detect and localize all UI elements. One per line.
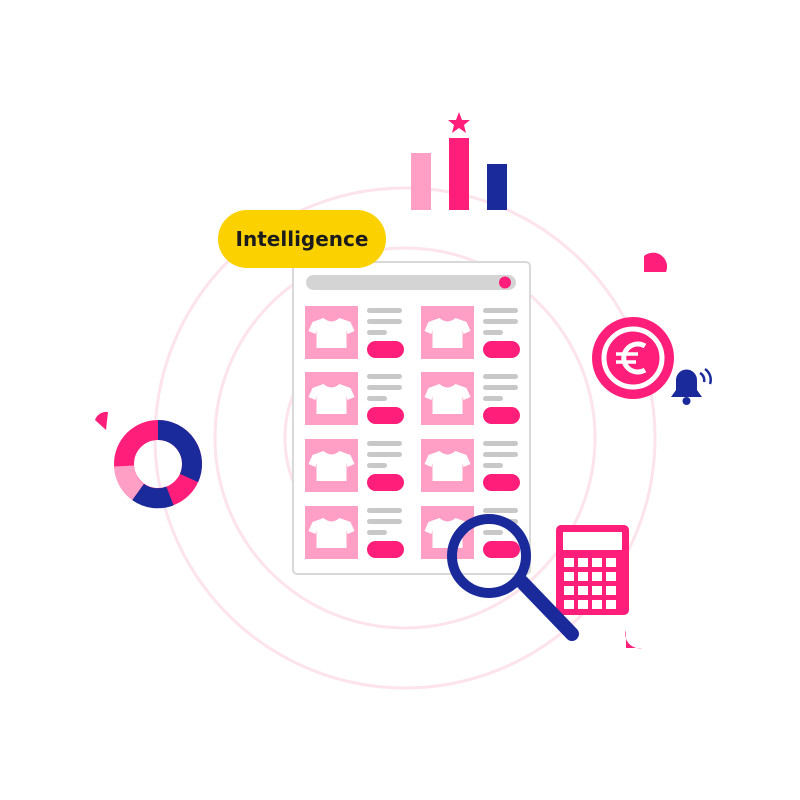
product-text-line <box>483 308 518 313</box>
product-text-line <box>483 330 503 335</box>
catalog-panel <box>292 261 531 575</box>
product-card <box>305 372 404 425</box>
product-grid <box>305 306 520 559</box>
tshirt-icon <box>308 451 355 481</box>
product-text-line <box>367 452 402 457</box>
calculator-key <box>606 558 616 567</box>
product-card <box>421 306 520 359</box>
product-text-line <box>367 385 402 390</box>
bar-low <box>411 153 431 210</box>
product-price-pill <box>483 474 520 491</box>
calculator-key <box>606 586 616 595</box>
magnifier-handle <box>515 575 579 641</box>
calculator-key <box>592 600 602 609</box>
calculator-key <box>564 586 574 595</box>
calculator-key <box>592 586 602 595</box>
magnifier-lens <box>447 514 531 598</box>
bell-clapper <box>682 397 691 405</box>
calculator-key <box>578 558 588 567</box>
calculator-key <box>592 558 602 567</box>
donut-chart-icon <box>114 420 202 509</box>
donut-segment-navy-bottom <box>132 483 174 509</box>
star-icon <box>448 112 470 133</box>
product-text-line <box>367 441 402 446</box>
donut-segment-navy-top <box>157 420 202 483</box>
deco-wedge-right <box>644 252 668 272</box>
product-text-line <box>367 396 387 401</box>
product-price-pill <box>367 407 404 424</box>
product-text-line <box>483 319 518 324</box>
search-dot <box>499 276 511 289</box>
product-price-pill <box>367 341 404 358</box>
calculator-key <box>606 600 616 609</box>
middle-ring <box>213 246 597 630</box>
product-card <box>305 506 404 559</box>
magnifier-icon <box>447 514 579 641</box>
product-card <box>305 439 404 492</box>
euro-coin-icon <box>592 317 674 399</box>
calculator-key <box>578 572 588 581</box>
product-text-line <box>483 374 518 379</box>
calculator-key <box>606 572 616 581</box>
bell-icon <box>671 367 712 405</box>
search-bar <box>306 275 516 290</box>
bell-body <box>671 369 702 397</box>
calculator-icon <box>556 525 629 615</box>
product-price-pill <box>483 341 520 358</box>
product-text-line <box>483 508 518 513</box>
calculator-key <box>564 572 574 581</box>
tshirt-icon <box>424 318 471 348</box>
product-text-line <box>483 441 518 446</box>
bar-chart-icon <box>411 112 507 210</box>
intelligence-tag: Intelligence <box>218 210 386 268</box>
deco-wedge-bottom <box>625 630 642 649</box>
tshirt-icon <box>424 384 471 414</box>
calculator-key <box>578 586 588 595</box>
product-text-line <box>367 374 402 379</box>
product-text-line <box>367 330 387 335</box>
tshirt-icon <box>308 318 355 348</box>
product-text-line <box>483 452 518 457</box>
product-card <box>421 439 520 492</box>
product-text-line <box>367 308 402 313</box>
product-text-line <box>483 463 503 468</box>
calculator-key <box>564 600 574 609</box>
bell-wave-2 <box>704 367 712 385</box>
calculator-screen <box>563 532 622 550</box>
calculator-keys <box>564 558 616 609</box>
product-price-pill <box>367 541 404 558</box>
deco-wedge-left <box>95 411 108 430</box>
product-text-line <box>367 508 402 513</box>
product-price-pill <box>367 474 404 491</box>
product-text-line <box>483 530 503 535</box>
product-price-pill <box>483 407 520 424</box>
coin-inner-ring <box>601 326 665 390</box>
product-price-pill <box>483 541 520 558</box>
euro-symbol-arc <box>621 341 647 375</box>
product-text-line <box>367 319 402 324</box>
product-text-line <box>367 519 402 524</box>
donut-segment-light <box>114 464 145 501</box>
product-text-line <box>483 385 518 390</box>
calculator-key <box>578 600 588 609</box>
bar-high <box>449 138 469 210</box>
calculator-key <box>592 572 602 581</box>
product-card <box>421 372 520 425</box>
bell-wave-1 <box>699 371 706 383</box>
tshirt-icon <box>308 518 355 548</box>
tshirt-icon <box>424 451 471 481</box>
tshirt-icon <box>308 384 355 414</box>
bar-mid <box>487 164 507 210</box>
calculator-key <box>564 558 574 567</box>
product-card <box>305 306 404 359</box>
product-text-line <box>367 463 387 468</box>
product-text-line <box>367 530 387 535</box>
product-text-line <box>483 396 503 401</box>
